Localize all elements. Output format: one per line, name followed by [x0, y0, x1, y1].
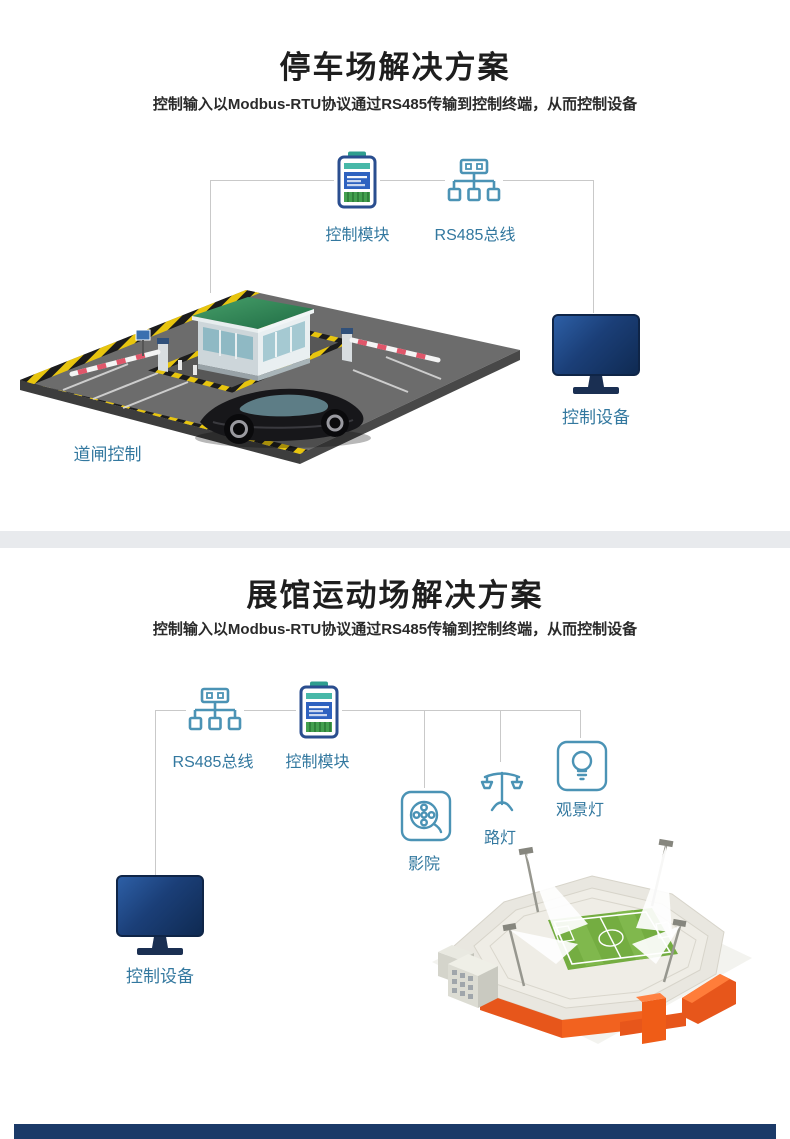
drop-line-bulb	[580, 710, 581, 738]
cinema-icon	[398, 788, 454, 844]
parking-solution-section: 停车场解决方案 控制输入以Modbus-RTU协议通过RS485传输到控制终端，…	[0, 0, 790, 531]
monitor-base	[573, 387, 619, 394]
parking-lot-illustration	[20, 290, 520, 464]
drop-line-device	[593, 180, 594, 313]
rs485-bus-label: RS485总线	[434, 227, 516, 244]
control-device-monitor	[552, 314, 640, 394]
control-device-monitor-2	[116, 875, 204, 955]
street-lamp-label: 路灯	[483, 830, 516, 847]
monitor-screen	[552, 314, 640, 376]
control-module-label-2: 控制模块	[285, 754, 350, 771]
control-module-icon-2	[296, 678, 342, 742]
drop-line-gate	[210, 180, 211, 293]
control-device-label-2: 控制设备	[126, 967, 194, 986]
scenic-light-icon	[554, 738, 610, 794]
rs485-bus-icon	[445, 155, 503, 209]
stadium-subtitle: 控制输入以Modbus-RTU协议通过RS485传输到控制终端，从而控制设备	[152, 621, 638, 638]
parking-subtitle: 控制输入以Modbus-RTU协议通过RS485传输到控制终端，从而控制设备	[152, 96, 638, 113]
monitor-stand	[588, 376, 604, 387]
monitor-screen-2	[116, 875, 204, 937]
monitor-stand-2	[152, 937, 168, 948]
drop-line-cinema	[424, 710, 425, 788]
rs485-bus-label-2: RS485总线	[172, 754, 254, 771]
street-lamp-icon	[475, 762, 529, 818]
stadium-solution-section: 展馆运动场解决方案 控制输入以Modbus-RTU协议通过RS485传输到控制终…	[0, 548, 790, 1124]
drop-line-lamp	[500, 710, 501, 762]
stadium-illustration	[432, 838, 752, 1044]
cinema-label: 影院	[407, 856, 440, 873]
footer-bar	[14, 1124, 776, 1139]
scenic-light-label: 观景灯	[555, 802, 604, 819]
control-module-icon	[334, 148, 380, 212]
parking-title: 停车场解决方案	[279, 50, 511, 85]
gate-control-label: 道闸控制	[73, 445, 142, 464]
control-module-label: 控制模块	[325, 227, 390, 244]
control-device-label: 控制设备	[562, 408, 630, 427]
section-divider	[0, 531, 790, 548]
rs485-bus-icon-2	[186, 684, 244, 738]
drop-line-monitor	[155, 710, 156, 875]
bus-line-bottom	[155, 710, 580, 711]
monitor-base-2	[137, 948, 183, 955]
stadium-title: 展馆运动场解决方案	[246, 578, 544, 613]
bus-line-top	[210, 180, 593, 181]
